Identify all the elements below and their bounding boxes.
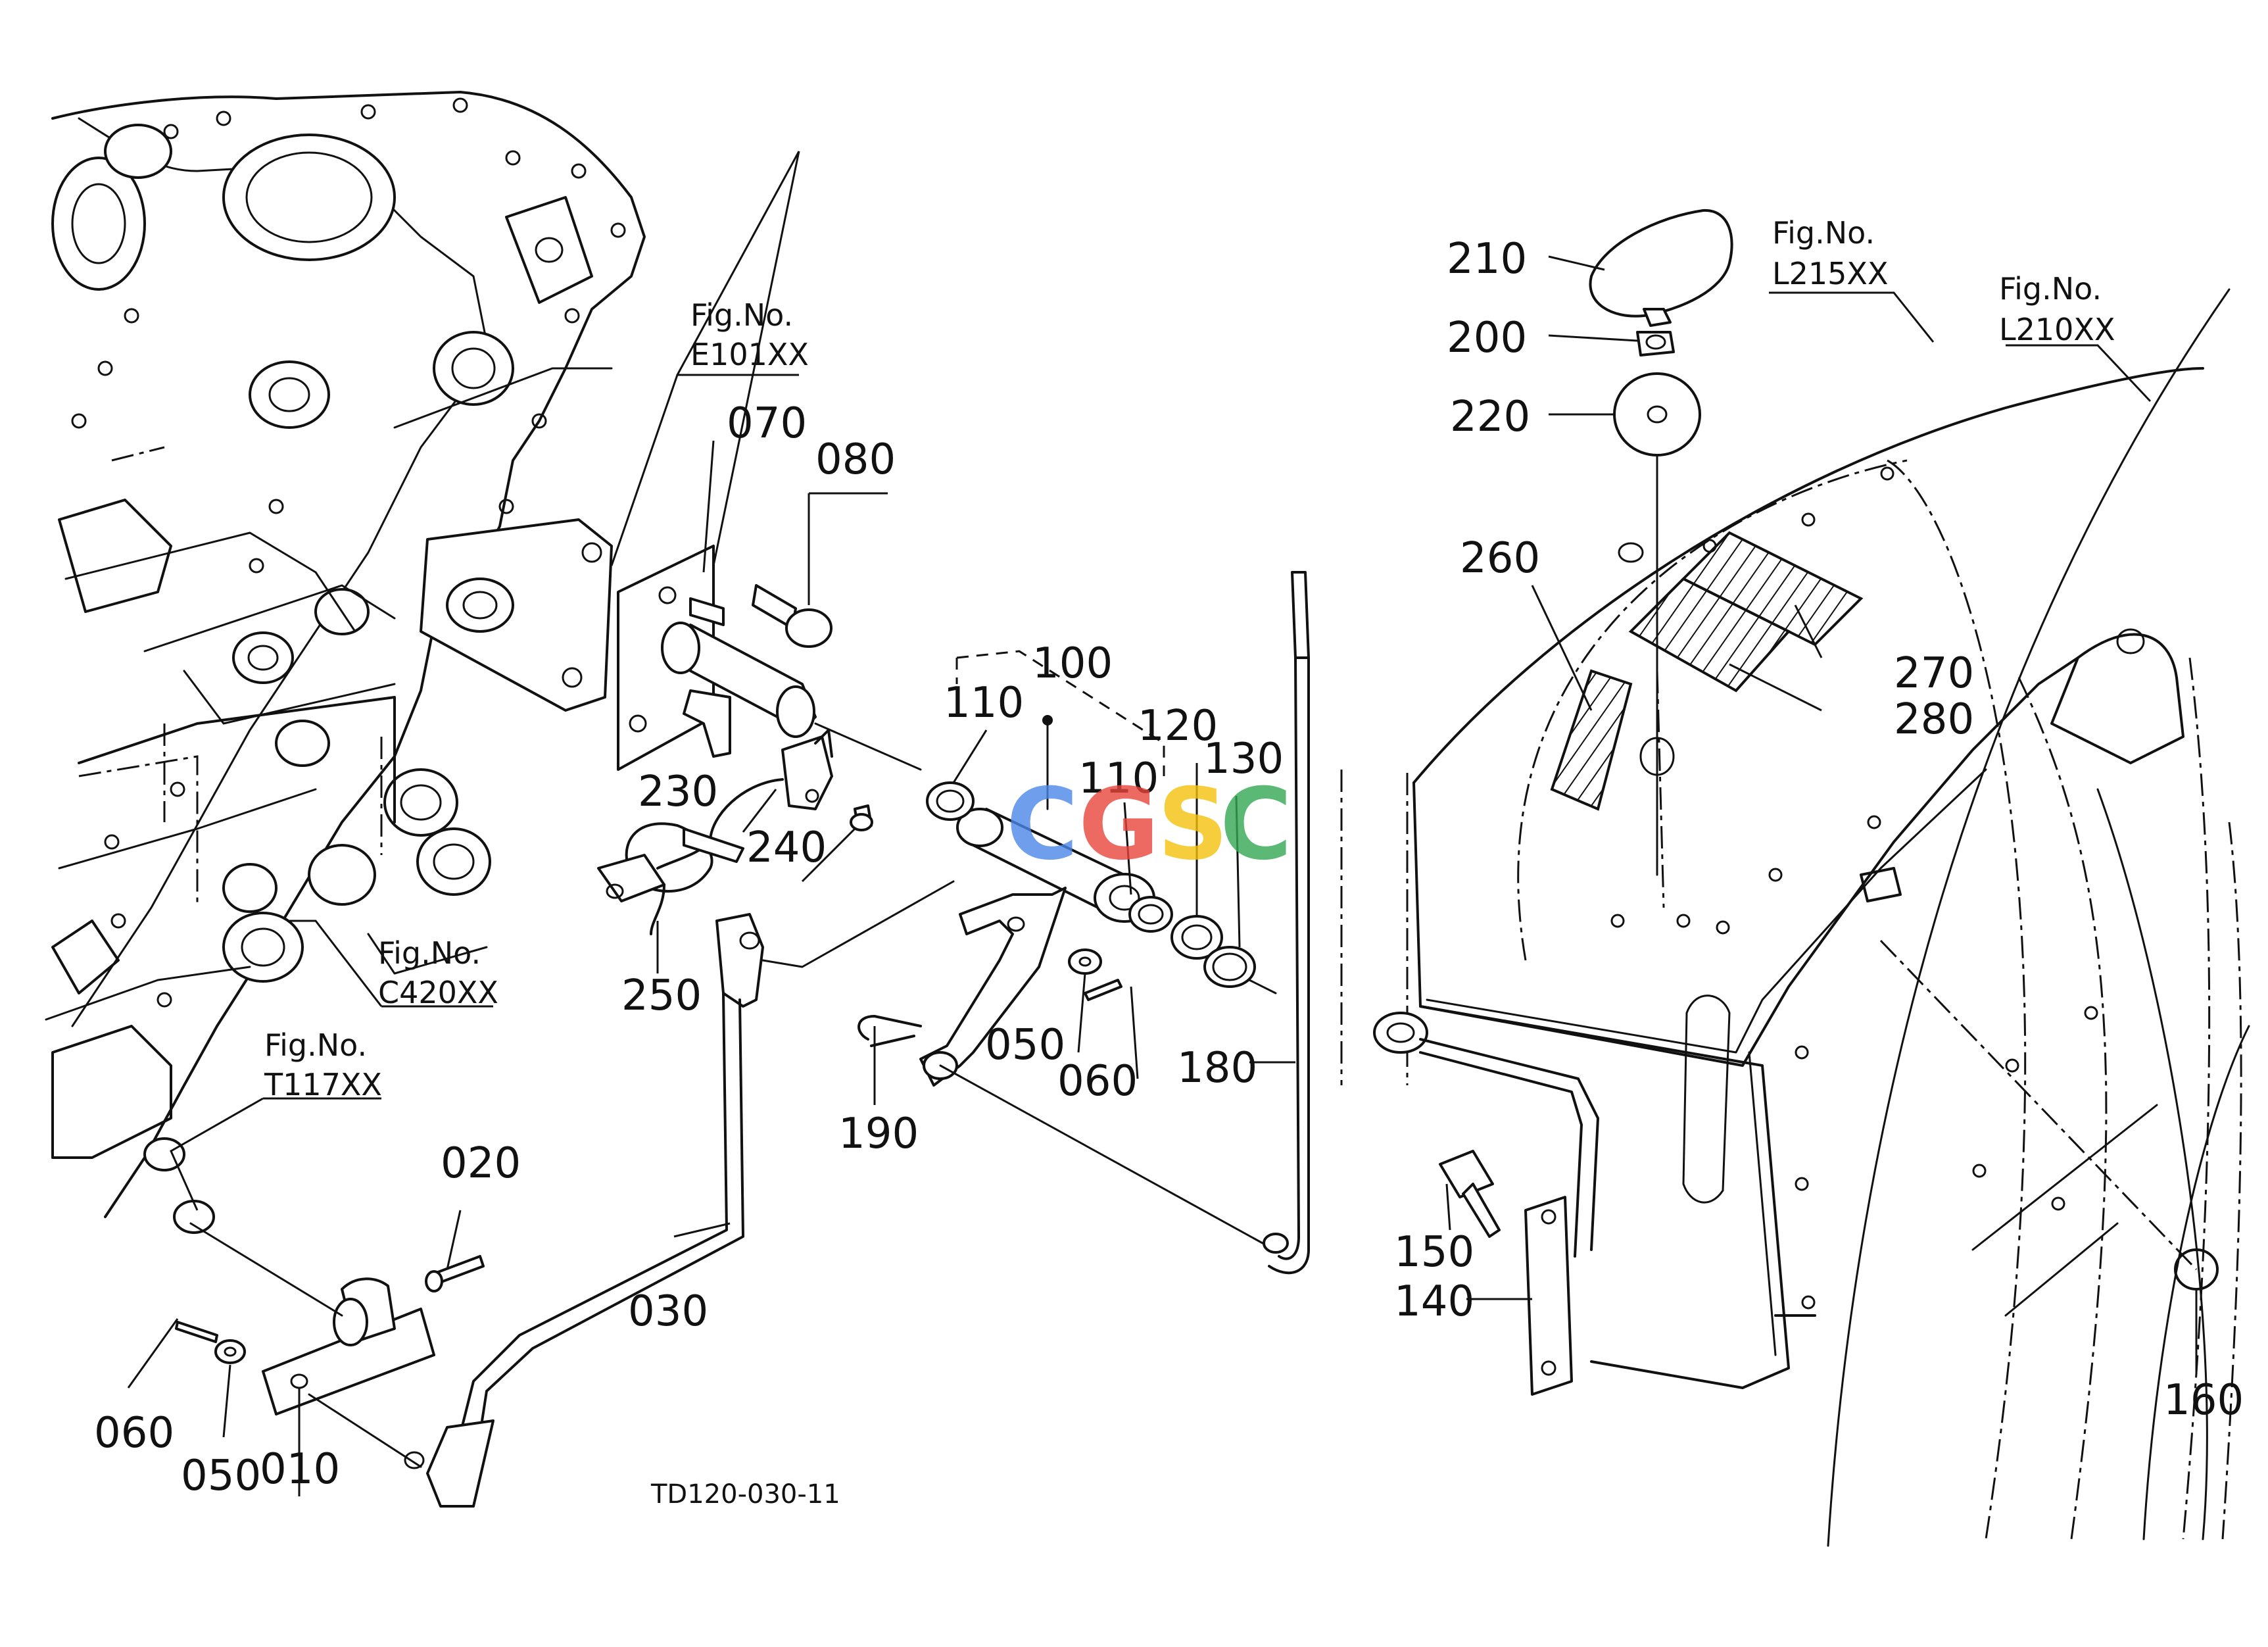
callout-190: 190 <box>838 1110 919 1158</box>
fig-ref-l215-title: Fig.No. <box>1772 215 1875 251</box>
fig-ref-l210-title: Fig.No. <box>1999 271 2102 307</box>
fig-ref-l215-code: L215XX <box>1772 256 1888 291</box>
callout-100: 100 <box>1032 639 1113 688</box>
callout-210: 210 <box>1447 235 1527 283</box>
fig-ref-c420-code: C420XX <box>378 975 498 1010</box>
callout-220: 220 <box>1450 393 1530 441</box>
callout-050-lower: 050 <box>181 1452 261 1500</box>
callout-250: 250 <box>621 971 702 1020</box>
callout-150: 150 <box>1394 1228 1474 1277</box>
decal-260 <box>1550 669 1633 811</box>
fig-ref-e101-code: E101XX <box>690 337 809 372</box>
callout-140: 140 <box>1394 1277 1474 1326</box>
callout-230: 230 <box>638 768 718 816</box>
callout-030: 030 <box>628 1287 708 1336</box>
callout-270: 270 <box>1894 649 1974 698</box>
rod-030 <box>404 913 764 1508</box>
knob-stack <box>1589 209 1733 876</box>
callout-130: 130 <box>1203 735 1284 783</box>
callout-120: 120 <box>1138 702 1218 750</box>
lever-010 <box>175 1255 485 1415</box>
callout-180: 180 <box>1177 1044 1257 1093</box>
fender-panel <box>1412 288 2250 1547</box>
callout-020: 020 <box>441 1139 521 1188</box>
fig-ref-t117-code: T117XX <box>264 1067 382 1102</box>
callout-240: 240 <box>746 823 827 872</box>
callout-200: 200 <box>1447 314 1527 362</box>
switch-harness <box>597 729 873 935</box>
callout-050-upper: 050 <box>985 1021 1065 1069</box>
bracket-070 <box>617 545 817 771</box>
watermark-letter-2: G <box>1078 768 1159 882</box>
connection-lines <box>189 722 1277 1468</box>
fig-ref-l210-code: L210XX <box>1999 312 2115 347</box>
callout-110-upper: 110 <box>944 679 1024 727</box>
callout-260: 260 <box>1460 534 1540 583</box>
callout-010: 010 <box>260 1445 340 1494</box>
fig-ref-c420-title: Fig.No. <box>378 935 481 971</box>
leader-lines <box>127 151 2198 1496</box>
fig-ref-t117-title: Fig.No. <box>264 1027 367 1063</box>
mounting-plate <box>420 518 613 712</box>
watermark-letter-4: C <box>1220 768 1292 882</box>
linkage-140 <box>1340 770 1599 1396</box>
callout-110-lower: 110 <box>1078 754 1159 803</box>
callout-280: 280 <box>1894 695 1974 744</box>
callout-070: 070 <box>727 399 807 448</box>
decal-270 <box>1681 531 1864 647</box>
rod-180 <box>1263 571 1310 1275</box>
callout-060-upper: 060 <box>1057 1057 1138 1106</box>
diagram-code: TD120-030-11 <box>650 1479 840 1510</box>
callout-160: 160 <box>2163 1376 2244 1425</box>
bolt-080 <box>752 584 832 648</box>
watermark-letter-1: C <box>1006 768 1078 882</box>
callout-080: 080 <box>815 435 896 484</box>
fig-ref-e101-title: Fig.No. <box>690 297 793 333</box>
pedal-shaft-assembly <box>857 650 1256 1087</box>
watermark-letter-3: S <box>1157 768 1228 882</box>
callout-060-lower: 060 <box>94 1409 174 1458</box>
watermark: C G S C <box>1006 768 1292 882</box>
